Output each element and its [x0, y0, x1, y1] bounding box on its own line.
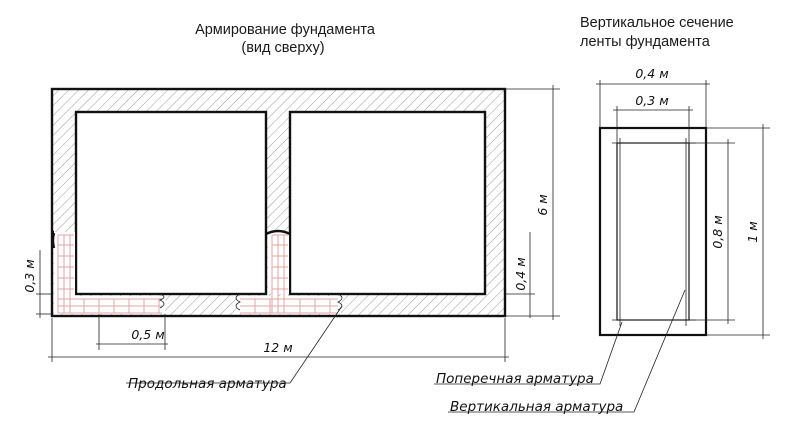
dim-section-outer-width: 0,4 м — [596, 66, 710, 128]
dim-section-inner-height-label: 0,8 м — [710, 215, 725, 248]
dim-right-band-label: 0,4 м — [513, 257, 528, 290]
leader-transverse — [434, 321, 623, 385]
dim-section-inner-height: 0,8 м — [689, 139, 735, 324]
section-rebar-frame — [616, 142, 690, 321]
rebar-grid-left — [51, 230, 165, 314]
leader-vertical — [448, 289, 686, 413]
left-inner-contour — [74, 110, 268, 296]
dim-section-inner-width-label: 0,3 м — [635, 93, 668, 108]
foundation-outer-contour — [50, 87, 507, 318]
section-title: Вертикальное сечение — [580, 15, 734, 31]
plan-subtitle: (вид сверху) — [241, 40, 324, 56]
dim-spacing-label: 0,5 м — [131, 327, 164, 342]
dim-height: 6 м — [505, 85, 560, 320]
foundation-plan: 12 м 0,5 м 6 м 0,4 м 0,3 м — [22, 85, 560, 384]
dim-section-outer-height: 1 м — [706, 124, 770, 339]
leader-longitudinal — [126, 305, 343, 384]
dim-left-band: 0,3 м — [22, 250, 52, 318]
dim-left-band-label: 0,3 м — [22, 259, 37, 292]
dim-total-length-label: 12 м — [263, 340, 292, 355]
plan-title: Армирование фундамента — [195, 22, 376, 38]
dim-section-outer-height-label: 1 м — [745, 221, 760, 242]
dim-section-outer-width-label: 0,4 м — [635, 66, 668, 81]
foundation-section: 0,4 м 0,3 м 0,8 м 1 м — [434, 66, 770, 413]
section-subtitle: ленты фундамента — [580, 34, 711, 50]
foundation-strip — [52, 89, 505, 316]
dim-height-label: 6 м — [535, 194, 550, 215]
dim-section-inner-width: 0,3 м — [613, 93, 693, 143]
dim-total-length: 12 м — [48, 318, 509, 362]
dim-spacing: 0,5 м — [96, 314, 168, 350]
label-transverse-rebar: Поперечная арматура — [436, 371, 594, 387]
rebar-grid-middle — [235, 229, 343, 314]
label-longitudinal-rebar: Продольная арматура — [128, 376, 287, 392]
label-vertical-rebar: Вертикальная арматура — [450, 399, 623, 415]
section-outer-contour — [598, 126, 708, 337]
right-inner-contour — [288, 110, 487, 296]
dim-right-band: 0,4 м — [505, 232, 535, 318]
